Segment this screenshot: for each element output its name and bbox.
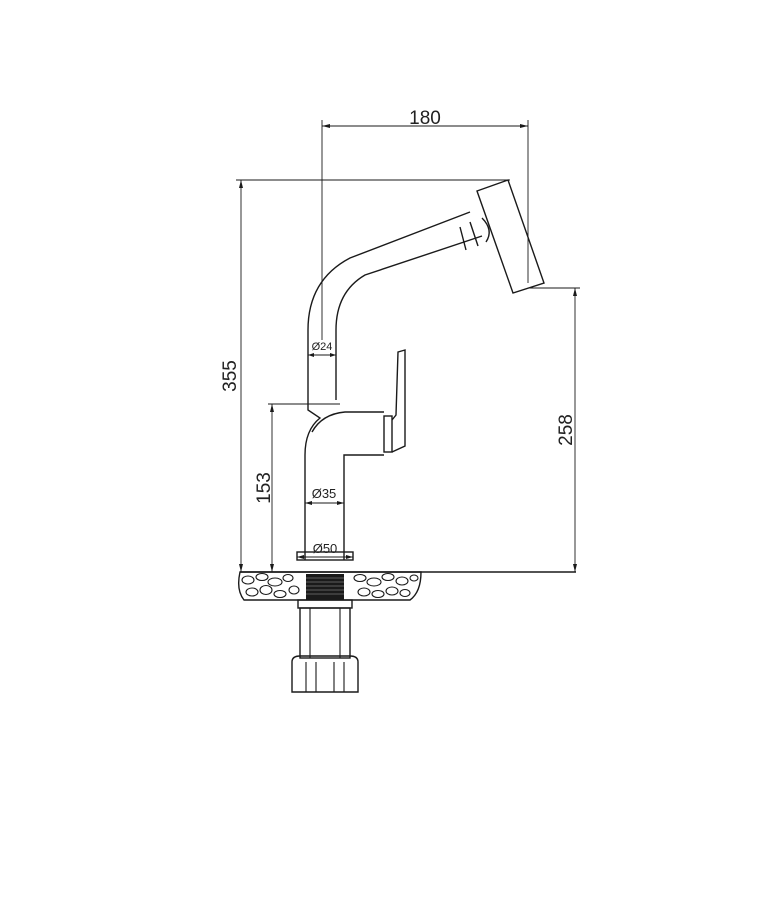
dim-180-label: 180: [409, 108, 441, 129]
lever-housing: [383, 415, 393, 453]
base-assembly: [237, 551, 576, 693]
body-curve: [311, 411, 384, 433]
spout-outer-edge: [304, 211, 471, 560]
castle-nut: [291, 655, 359, 693]
mounting-tube: [299, 607, 351, 659]
dimension-lines: [236, 120, 580, 572]
faucet-outline: [304, 179, 545, 560]
spray-head-ring: [459, 217, 490, 251]
spout-inner-edge: [335, 235, 483, 560]
dim-355-label: 355: [220, 360, 241, 392]
dim-dia35-label: Ø35: [312, 486, 337, 501]
washer: [297, 599, 353, 609]
lever-handle: [391, 349, 406, 453]
spray-head: [476, 179, 545, 294]
countertop-pebbles: [241, 572, 419, 599]
base-flange: [296, 551, 354, 561]
dim-dia50-label: Ø50: [313, 541, 338, 556]
shank-threads: [306, 577, 344, 595]
dim-258-label: 258: [556, 414, 577, 446]
countertop-section: [237, 571, 422, 601]
dim-153-label: 153: [254, 472, 275, 504]
dimension-labels: 180 355 153 258 Ø24 Ø35 Ø50: [220, 108, 577, 556]
dim-dia24-label: Ø24: [312, 341, 333, 353]
